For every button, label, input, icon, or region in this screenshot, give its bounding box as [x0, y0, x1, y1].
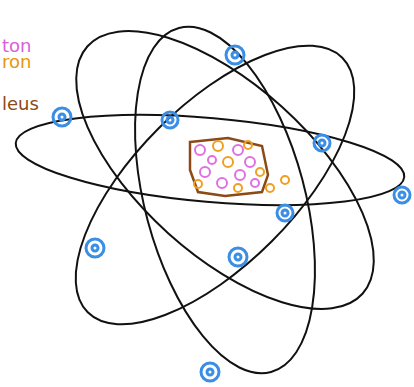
nucleus	[190, 138, 289, 196]
protons	[195, 145, 259, 188]
orbit	[12, 101, 408, 219]
orbit	[31, 0, 414, 357]
orbit	[31, 1, 399, 369]
neutrons	[194, 141, 289, 192]
legend-text: ron	[2, 52, 31, 72]
orbits	[12, 0, 414, 387]
legend-text: leus	[2, 94, 39, 114]
nucleus-outline	[190, 138, 268, 196]
electrons	[53, 46, 410, 381]
